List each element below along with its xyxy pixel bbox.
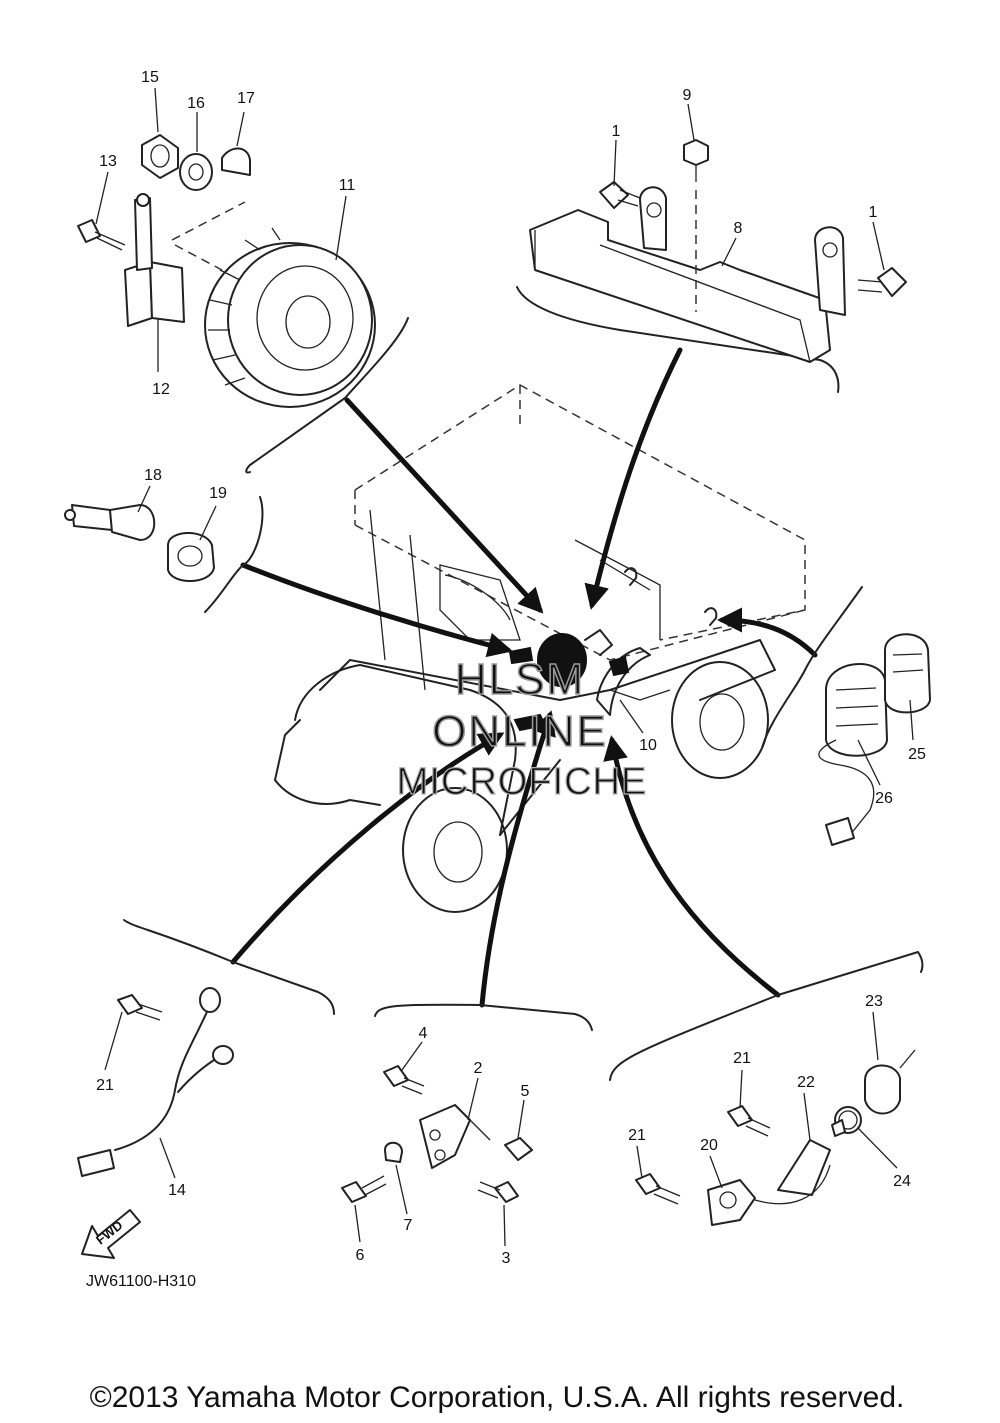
bulb-group (64, 504, 215, 582)
watermark-line-1: HLSM (455, 655, 585, 704)
callout-14: 14 (168, 1182, 186, 1199)
flywheel (204, 227, 376, 408)
callout-12: 12 (152, 381, 170, 398)
watermark: HLSM ONLINE MICROFICHE (396, 654, 648, 803)
watermark-line-3: MICROFICHE (397, 761, 648, 803)
reference-code: JW61100-H310 (86, 1273, 196, 1290)
callout-3: 3 (502, 1250, 511, 1267)
copyright-notice: ©2013 Yamaha Motor Corporation, U.S.A. A… (90, 1381, 905, 1414)
callout-13: 13 (99, 153, 117, 170)
boot-group (818, 633, 931, 846)
bolt-13 (77, 219, 126, 251)
callout-16: 16 (187, 95, 205, 112)
sensor-group (635, 1049, 916, 1226)
callout-21-harness: 21 (96, 1077, 114, 1094)
callout-21-upper: 21 (733, 1050, 751, 1067)
callout-11: 11 (339, 177, 356, 194)
callout-1-right: 1 (869, 204, 878, 221)
flywheel-group (77, 134, 376, 408)
callout-20: 20 (700, 1137, 718, 1154)
harness-group (77, 987, 234, 1177)
fwd-arrow-badge: FWD (81, 1209, 141, 1259)
callout-17: 17 (237, 90, 255, 107)
callout-23: 23 (865, 993, 883, 1010)
callout-15: 15 (141, 69, 159, 86)
callout-4: 4 (419, 1025, 428, 1042)
callout-6: 6 (356, 1247, 365, 1264)
leader-lines (230, 347, 818, 1008)
callout-1-left: 1 (612, 123, 621, 140)
sensor-bracket-group (341, 1065, 533, 1203)
nut (141, 134, 179, 179)
callout-5: 5 (521, 1083, 530, 1100)
callout-9: 9 (683, 87, 692, 104)
callout-19: 19 (209, 485, 227, 502)
callout-8: 8 (734, 220, 743, 237)
group-brackets (123, 286, 924, 1081)
callout-2: 2 (474, 1060, 483, 1077)
callout-7: 7 (404, 1217, 413, 1234)
pickup-coil (124, 193, 185, 327)
callout-22: 22 (797, 1074, 815, 1091)
callout-24: 24 (893, 1173, 911, 1190)
woodruff-key (221, 147, 251, 176)
callout-lines (95, 87, 914, 1247)
callout-10: 10 (639, 737, 657, 754)
callout-labels: 1 1 2 3 4 5 6 7 8 9 10 11 12 13 14 15 16… (96, 69, 926, 1267)
callout-21-lower: 21 (628, 1127, 646, 1144)
watermark-line-2: ONLINE (432, 707, 608, 756)
washer (179, 153, 213, 191)
bracket-group (529, 139, 907, 363)
callout-25: 25 (908, 746, 926, 763)
central-assembly (508, 567, 718, 732)
golf-cart-outline (274, 384, 806, 913)
callout-18: 18 (144, 467, 162, 484)
callout-26: 26 (875, 790, 893, 807)
